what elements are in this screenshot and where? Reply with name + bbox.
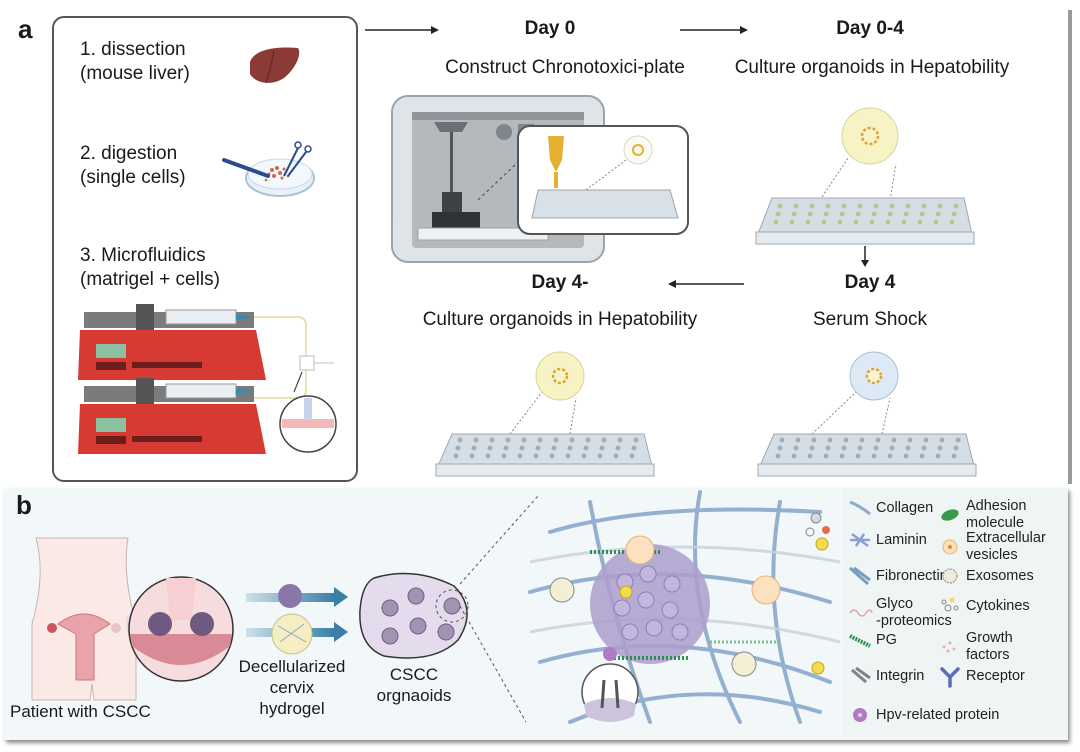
patient-body-illustration	[31, 537, 144, 701]
legend-item: Receptor	[938, 666, 1025, 688]
day4-onward-title: Day 4-	[531, 272, 589, 293]
legend-label: Receptor	[966, 667, 1025, 684]
legend-item: Exosomes	[938, 566, 1034, 586]
legend-item: PG	[848, 630, 897, 650]
tumor-microenvironment-illustration	[528, 490, 841, 724]
legend-label: Hpv-related protein	[876, 706, 1000, 723]
cytokines-icon	[941, 597, 959, 612]
wells	[773, 203, 959, 225]
panel-a-shadow	[1068, 10, 1072, 484]
step-2-text: 2. digestion (single cells)	[80, 143, 186, 188]
step-3-text: 3. Microfluidics (matrigel + cells)	[80, 245, 220, 290]
legend-label: PG	[876, 631, 897, 648]
tumor-to-organoid-arrow	[246, 584, 348, 608]
legend-box	[842, 488, 1068, 736]
arrow-to-day4-onward	[668, 280, 744, 288]
well-plate-day4-onward	[435, 351, 655, 477]
well-plate-day0-4	[755, 107, 975, 245]
hydrogel-label: Decellularized cervix hydrogel	[238, 657, 346, 718]
day4-description: Serum Shock	[812, 309, 928, 330]
laminin-icon	[850, 533, 870, 547]
legend-label: Collagen	[876, 499, 934, 516]
legend-label: Fibronectin	[876, 567, 948, 584]
syringe-pump-bottom	[78, 378, 266, 454]
legend-label: Glyco-proteomics	[876, 596, 952, 629]
arrow-to-day0-4	[680, 26, 748, 34]
cscc-organoid-illustration	[359, 572, 469, 659]
organoid-label: CSCC orgnaoids	[376, 665, 452, 705]
legend-item: Glyco-proteomics	[848, 596, 952, 630]
exosomes-icon	[942, 568, 958, 584]
cervix-tumor-zoom	[128, 576, 234, 682]
petri-dish-icon	[222, 141, 315, 197]
legend-item: Fibronectin	[848, 566, 948, 586]
hpv-protein-icon	[853, 708, 867, 722]
day0-4-title: Day 0-4	[836, 18, 904, 39]
integrin-icon	[851, 666, 871, 684]
pg-icon	[849, 634, 871, 648]
liver-icon	[250, 47, 300, 83]
panel-b-label: b	[16, 490, 32, 520]
legend-item: Collagen	[848, 498, 933, 518]
patient-label: Patient with CSCC	[10, 702, 151, 721]
legend-item: Cytokines	[938, 596, 1030, 616]
legend-label: Cytokines	[966, 597, 1030, 614]
plate-inset	[517, 125, 689, 235]
well-plate-day4	[757, 351, 977, 477]
adhesion-molecule-icon	[941, 509, 959, 521]
day0-title: Day 0	[524, 18, 576, 39]
day4-title: Day 4	[844, 272, 896, 293]
growth-factors-icon	[942, 641, 956, 653]
syringe-pumps-illustration	[78, 304, 337, 454]
hydrogel-to-organoid-arrow	[246, 613, 348, 655]
legend-item: Laminin	[848, 530, 927, 550]
bioprinter-illustration	[391, 95, 689, 263]
legend-item: Hpv-related protein	[848, 705, 999, 725]
panel-a-label: a	[18, 14, 33, 44]
arrow-to-day0	[365, 26, 439, 34]
collagen-icon	[849, 500, 871, 516]
step-1-text: 1. dissection (mouse liver)	[80, 39, 190, 84]
legend-label: Exosomes	[966, 567, 1034, 584]
legend-item: Integrin	[848, 666, 924, 686]
zoom-guide-lines	[459, 495, 539, 723]
day0-description: Construct Chronotoxici-plate	[445, 57, 685, 78]
legend-label: Integrin	[876, 667, 925, 684]
syringe-pump-top	[78, 304, 266, 380]
fibronectin-icon	[849, 566, 871, 586]
extracellular-vesicles-icon	[942, 539, 958, 555]
legend-label: Laminin	[876, 531, 927, 548]
arrow-to-day4	[861, 246, 869, 267]
day4-onward-description: Culture organoids in Hepatobility	[422, 309, 698, 330]
glycoproteomics-icon	[849, 609, 873, 617]
day0-4-description: Culture organoids in Hepatobility	[734, 57, 1010, 78]
receptor-icon	[940, 667, 960, 688]
